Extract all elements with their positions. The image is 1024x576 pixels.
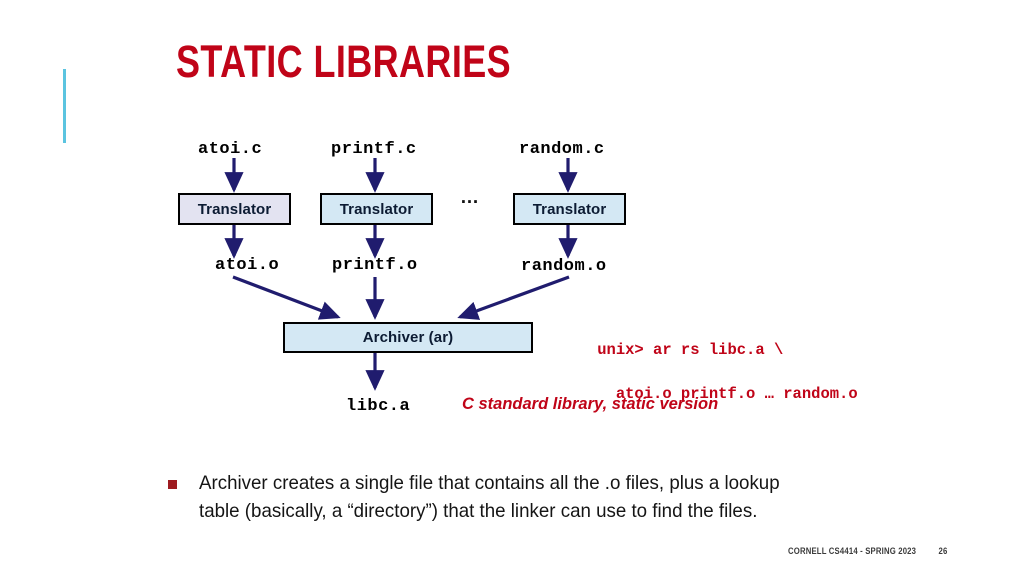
body-bullet-text: Archiver creates a single file that cont… xyxy=(199,472,780,522)
archiver-box[interactable]: Archiver (ar) xyxy=(283,322,533,353)
translator-box-1[interactable]: Translator xyxy=(178,193,291,225)
source-label-atoi: atoi.c xyxy=(198,140,263,159)
archiver-command-block: unix> ar rs libc.a \ atoi.o printf.o … r… xyxy=(560,317,858,427)
archiver-command-line-1: unix> ar rs libc.a \ xyxy=(597,341,784,359)
translator-box-2-label: Translator xyxy=(339,200,414,218)
bullet-square-icon xyxy=(168,480,177,489)
output-caption: C standard library, static version xyxy=(462,395,719,413)
archiver-command-line-2: atoi.o printf.o … random.o xyxy=(597,385,858,403)
source-label-random: random.c xyxy=(519,140,605,159)
footer-course-label: CORNELL CS4414 - SPRING 2023 xyxy=(788,546,917,556)
translator-box-1-label: Translator xyxy=(197,200,272,218)
translator-box-3[interactable]: Translator xyxy=(513,193,626,225)
footer-page-number: 26 xyxy=(938,546,948,556)
slide-footer: CORNELL CS4414 - SPRING 2023 26 xyxy=(788,546,947,556)
title-accent-bar xyxy=(63,69,66,143)
page-title: STATIC LIBRARIES xyxy=(176,36,512,87)
archiver-box-label: Archiver (ar) xyxy=(362,329,454,346)
object-label-printf: printf.o xyxy=(332,256,418,275)
object-label-atoi: atoi.o xyxy=(215,256,280,275)
body-bullet-item: Archiver creates a single file that cont… xyxy=(168,470,848,525)
source-label-printf: printf.c xyxy=(331,140,417,159)
output-label-libc: libc.a xyxy=(346,397,411,416)
object-label-random: random.o xyxy=(521,257,607,276)
translator-box-2[interactable]: Translator xyxy=(320,193,433,225)
translator-ellipsis: … xyxy=(460,187,480,208)
translator-box-3-label: Translator xyxy=(532,200,607,218)
